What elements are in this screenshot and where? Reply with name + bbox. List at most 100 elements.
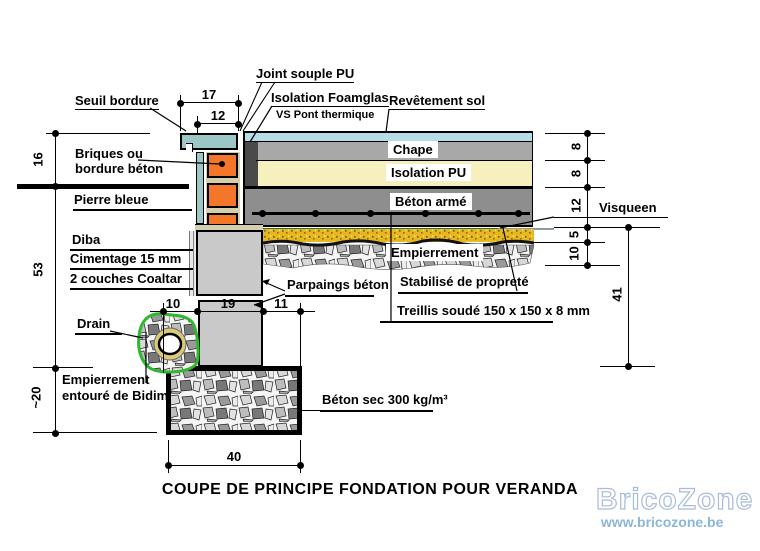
dim-line-17	[180, 102, 238, 104]
seuil-drip-notch	[186, 143, 193, 152]
stabilise-label: Stabilisé de propreté	[400, 274, 529, 289]
dim-53: 53	[30, 262, 46, 277]
pierre-bleue-strip	[196, 152, 204, 224]
ext-line	[300, 440, 302, 473]
ext-line	[168, 440, 170, 473]
tick	[46, 133, 150, 135]
visqueen-underline	[554, 217, 668, 219]
cimentage-label: Cimentage 15 mm	[70, 251, 182, 266]
dim-40: 40	[226, 449, 242, 464]
parpaings-label: Parpaings béton	[287, 277, 389, 292]
briques-label-line2: bordure béton	[75, 161, 164, 176]
beton-sec-leader	[301, 410, 321, 412]
dim-19: 19	[220, 296, 236, 311]
pierre-bleue-label: Pierre bleue	[74, 192, 149, 207]
ext-line	[163, 303, 165, 373]
revetement-sol-label: Revêtement sol	[389, 93, 486, 110]
tick	[545, 160, 605, 162]
rebar-dot	[311, 209, 319, 217]
dim-dot	[193, 307, 201, 315]
rebar-dot	[421, 209, 429, 217]
chape-label: Chape	[388, 141, 438, 158]
seuil-bordure-label: Seuil bordure	[75, 93, 159, 110]
parpaings-underline	[285, 295, 374, 297]
beton-arme-layer	[243, 188, 533, 225]
ext-line	[238, 95, 240, 131]
rebar-dot	[514, 209, 522, 217]
bricozone-watermark: BricoZone	[595, 482, 754, 516]
slab-bottom-line	[243, 224, 533, 228]
slab-left-line	[243, 131, 245, 227]
drain-underline	[75, 333, 122, 335]
tick	[532, 242, 605, 244]
tick	[33, 367, 93, 369]
slab-top-line	[243, 131, 533, 134]
tick	[545, 187, 605, 189]
parpaing-block-upper	[196, 230, 263, 296]
dim-12r: 12	[568, 198, 584, 213]
dim-line-41	[628, 227, 630, 366]
rebar-dot	[366, 209, 374, 217]
dim-dot	[624, 223, 632, 231]
diba-underline	[70, 249, 193, 251]
coaltar-label: 2 couches Coaltar	[70, 271, 182, 286]
brick	[207, 153, 238, 178]
dim-10w: 10	[165, 296, 181, 311]
chape-bottom-line	[256, 160, 533, 162]
brick	[207, 183, 238, 208]
revetement-sol-layer	[243, 133, 533, 141]
isolation-bottom-line	[243, 186, 533, 189]
cimentage-underline	[70, 268, 193, 270]
dim-12: 12	[210, 108, 226, 123]
beton-arme-label: Béton armé	[390, 193, 472, 210]
rebar-dot	[258, 209, 266, 217]
stabilise-underline	[398, 292, 528, 294]
ext-line	[197, 116, 199, 133]
ext-line	[300, 303, 302, 367]
joint-souple-label: Joint souple PU	[256, 66, 355, 83]
bidim-label-line2: entouré de Bidim	[62, 388, 169, 403]
dim-line-12	[197, 123, 238, 125]
rebar-dot	[474, 209, 482, 217]
left-dim-chain	[55, 133, 57, 433]
dim-16: 16	[30, 152, 46, 167]
diba-label: Diba	[72, 232, 101, 247]
dim-17: 17	[201, 87, 217, 102]
dim-line-40	[168, 465, 300, 467]
isolation-foamglas-label: Isolation Foamglas	[271, 90, 389, 107]
tick	[33, 432, 157, 434]
foamglas-strip	[243, 141, 258, 188]
bidim-label-line1: Empierrement	[62, 372, 150, 387]
slab-right-line	[531, 131, 534, 227]
coating-line	[193, 231, 194, 296]
tick	[554, 227, 660, 229]
dim-8b: 8	[568, 169, 584, 178]
tick	[600, 365, 655, 367]
seuil-bordure-piece	[180, 133, 238, 150]
briques-label-line1: Briques ou	[75, 146, 143, 161]
drain-label: Drain	[77, 316, 111, 331]
tick	[545, 133, 605, 135]
bricozone-url-link[interactable]: www.bricozone.be	[601, 514, 724, 530]
rebar-line	[252, 212, 530, 215]
dim-41: 41	[609, 287, 625, 302]
treillis-label: Treillis soudé 150 x 150 x 8 mm	[397, 303, 590, 318]
beton-sec-underline	[320, 410, 433, 412]
dim-dot	[259, 307, 267, 315]
treillis-underline	[380, 321, 553, 323]
dim-20: ~20	[28, 386, 44, 409]
coaltar-underline	[70, 288, 193, 290]
ground-line	[17, 184, 189, 189]
dim-11: 11	[274, 296, 288, 311]
empierrement-label: Empierrement	[386, 244, 484, 261]
beton-sec-label: Béton sec 300 kg/m³	[322, 392, 448, 407]
isolation-pu-label: Isolation PU	[386, 164, 472, 181]
vs-pont-thermique-label: VS Pont thermique	[276, 109, 375, 121]
visqueen-label: Visqueen	[599, 200, 657, 215]
dim-line-mid	[150, 311, 315, 313]
dim-dot	[234, 120, 242, 128]
tick	[545, 265, 620, 267]
pierre-bleue-underline	[73, 209, 192, 211]
right-dim-chain	[587, 133, 589, 265]
